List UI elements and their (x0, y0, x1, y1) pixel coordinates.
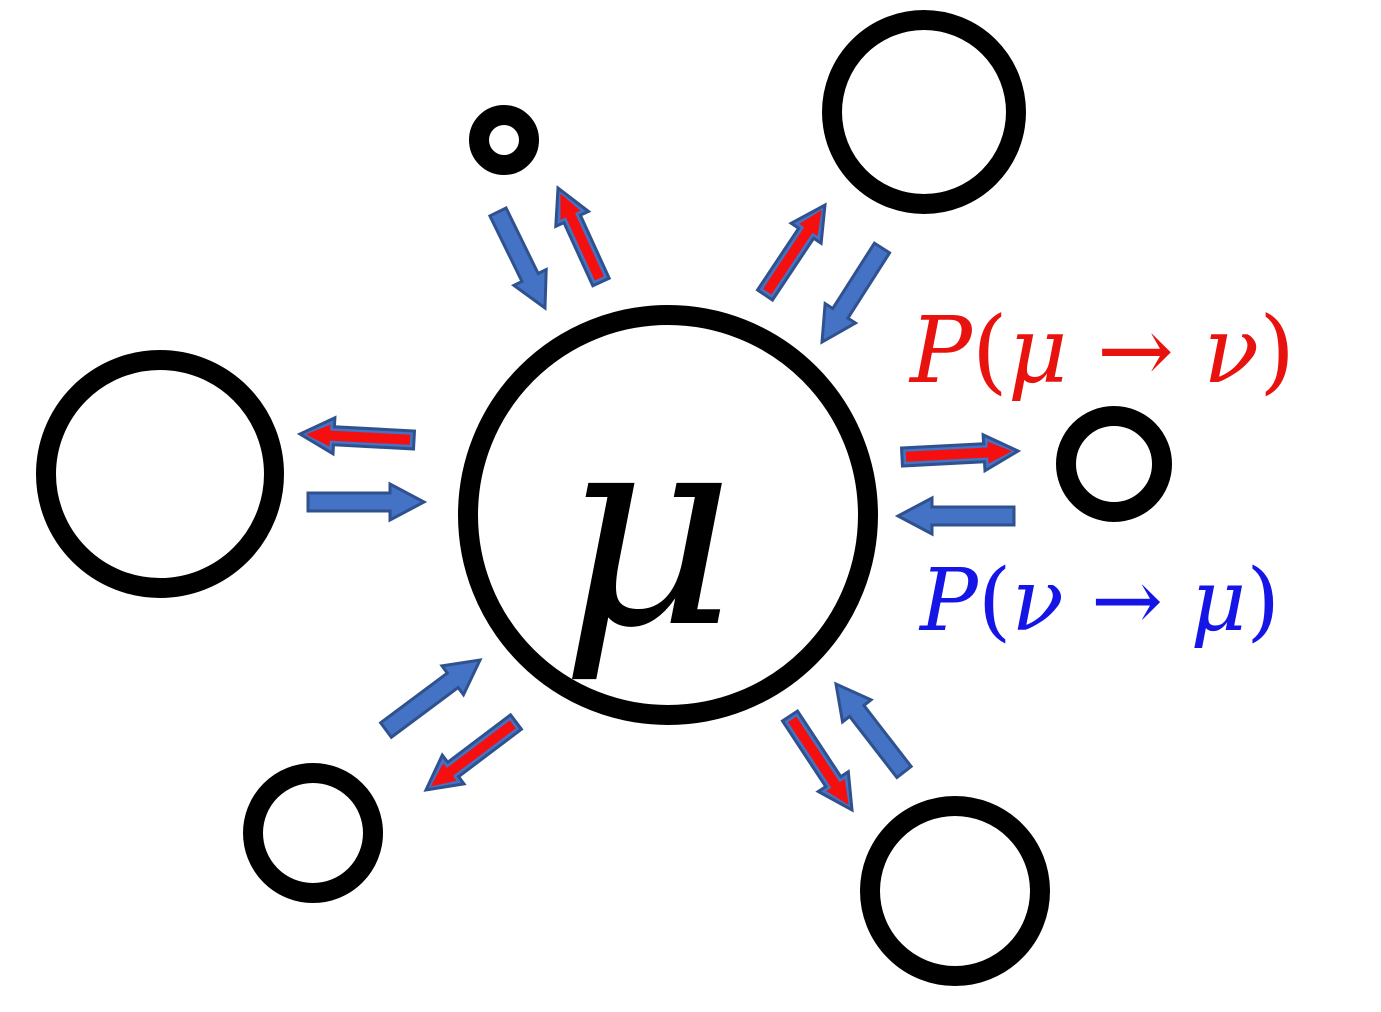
backward-arrow: → (1063, 551, 1191, 651)
state-circle-neighbor (1056, 406, 1172, 522)
forward-transition-arrow-core (560, 193, 604, 281)
backward-open-paren: ( (977, 551, 1012, 651)
center-state-symbol: μ (560, 372, 736, 687)
forward-transition-arrow-core (430, 720, 516, 787)
backward-transition-arrow (306, 481, 428, 523)
forward-close-paren: ) (1259, 297, 1296, 404)
forward-to-state: ν (1203, 297, 1260, 404)
state-circle-neighbor (822, 10, 1026, 214)
forward-arrow: → (1067, 297, 1204, 404)
backward-transition-arrow (487, 206, 548, 311)
state-circle-neighbor (243, 763, 383, 903)
forward-transition-arrow-core (763, 209, 822, 295)
state-circle-center (458, 305, 878, 725)
forward-from-state: μ (1007, 297, 1068, 404)
backward-transition-arrow (820, 241, 892, 345)
state-circle-neighbor (36, 350, 284, 598)
backward-transition-arrow (378, 658, 483, 740)
backward-transition-arrow (894, 495, 1016, 537)
forward-open-paren: ( (971, 297, 1008, 404)
forward-transition-arrow-core (905, 441, 1013, 464)
forward-transition-label: P(μ → ν) (910, 305, 1295, 397)
forward-func: P (910, 297, 972, 404)
backward-from-state: ν (1011, 551, 1064, 651)
backward-transition-label: P(ν → μ) (920, 558, 1280, 644)
state-circle-neighbor (469, 105, 539, 175)
backward-close-paren: ) (1246, 551, 1280, 651)
state-circle-neighbor (860, 796, 1050, 986)
forward-transition-arrow-core (305, 424, 411, 447)
forward-transition-arrow-core (788, 716, 849, 805)
backward-to-state: μ (1190, 551, 1247, 651)
transition-arrows (296, 185, 1022, 813)
backward-func: P (920, 551, 978, 651)
backward-transition-arrow (834, 681, 914, 780)
